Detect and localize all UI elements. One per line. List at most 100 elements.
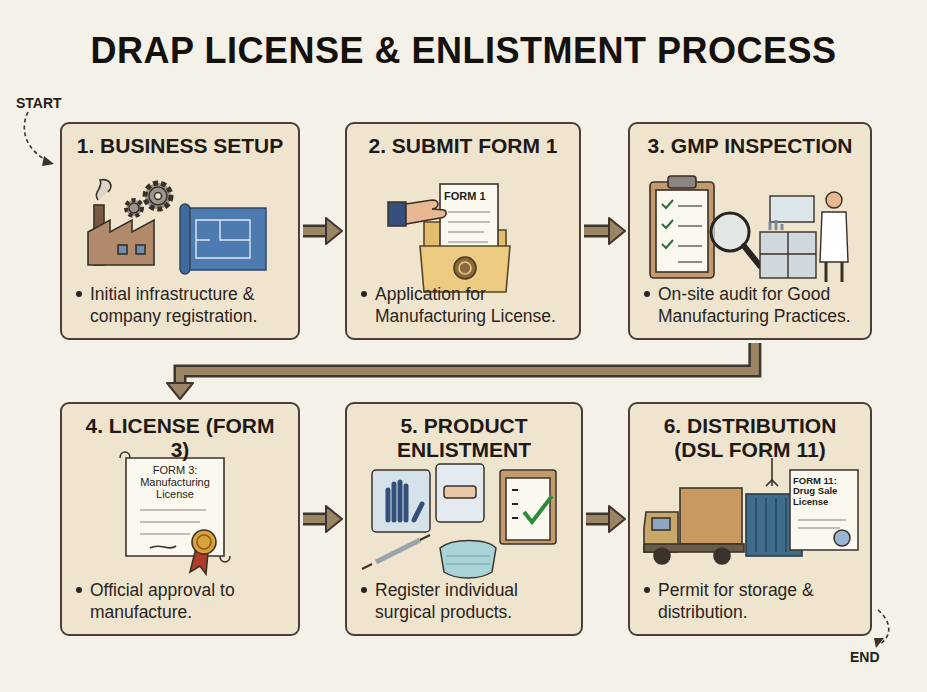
surgical-products-icon-part [372, 470, 430, 532]
bullet-dot [361, 291, 367, 297]
surgical-products-icon-part [446, 556, 490, 564]
certificate-icon-part [140, 510, 206, 534]
licence-document-icon-part [834, 530, 850, 546]
bullet-row: Official approval to manufacture. [74, 579, 286, 625]
step-heading: 1. BUSINESS SETUP [74, 134, 286, 158]
flow-marker-label: START [16, 96, 76, 111]
bullet-row: Permit for storage & distribution. [642, 579, 858, 625]
surgical-products-icon-part [512, 490, 518, 518]
factory-icon-part [136, 245, 145, 254]
form-label: FORM 1 [444, 190, 494, 202]
step-description: On-site audit for Good Manufacturing Pra… [658, 283, 858, 329]
licence-document-icon [790, 470, 858, 550]
step-description: Application for Manufacturing License. [375, 283, 567, 329]
flow-arrow [303, 218, 342, 244]
step-heading: 5. PRODUCT ENLISTMENT [359, 414, 569, 462]
certificate-icon-part [150, 546, 176, 548]
certificate-icon [120, 452, 230, 574]
arrow-shaft-outline [180, 343, 755, 384]
surgical-products-icon-part [440, 541, 496, 579]
factory-icon-part [118, 245, 127, 254]
arrowhead [609, 218, 625, 244]
blueprint-icon-part [196, 220, 250, 258]
bullet-row: On-site audit for Good Manufacturing Pra… [642, 283, 858, 329]
clipboard-icon-part [668, 176, 696, 188]
certificate-icon-part [197, 535, 211, 549]
start-arrow-part [24, 112, 50, 162]
bullet-dot [361, 587, 367, 593]
diagram-title: DRAP LICENSE & ENLISTMENT PROCESS [0, 30, 927, 72]
bullet-dot [76, 587, 82, 593]
lab-icon-part [760, 232, 816, 278]
step-heading: 6. DISTRIBUTION (DSL FORM 11) [642, 414, 858, 462]
step-description: Register individual surgical products. [375, 579, 569, 625]
flow-arrow [584, 218, 625, 244]
clipboard-icon-part [656, 190, 708, 272]
bullet-row: Application for Manufacturing License. [359, 283, 567, 329]
step-heading: 3. GMP INSPECTION [642, 134, 858, 158]
step-description: Permit for storage & distribution. [658, 579, 858, 625]
arrowhead [326, 506, 342, 532]
form-label: FORM 11: Drug Sale License [793, 476, 855, 507]
arrow-shaft-outline [303, 225, 327, 238]
certificate-icon-part [120, 452, 230, 562]
folder-icon-part [440, 184, 498, 254]
end-arrowhead [874, 638, 884, 648]
arrowhead [167, 383, 193, 399]
surgical-products-icon-part [524, 496, 552, 522]
bullet-row: Initial infrastructure & company registr… [74, 283, 286, 329]
arrowhead [326, 218, 342, 244]
flow-arrow [586, 506, 625, 532]
surgical-products-icon-part [444, 486, 476, 498]
step-heading: 4. LICENSE (FORM 3) [74, 414, 286, 462]
blueprint-icon-part [180, 204, 190, 274]
lab-icon-part [770, 196, 814, 222]
arrow-shaft [180, 343, 755, 384]
container-icon-part [756, 498, 786, 552]
gear-icon-part [149, 187, 167, 205]
folder-icon-part [459, 262, 471, 274]
gear-icon-part [129, 203, 139, 213]
arrow-shaft-outline [303, 513, 327, 526]
start-arrow [24, 112, 50, 162]
folder-icon-part [454, 257, 476, 279]
arrow-shaft-outline [584, 225, 610, 238]
blueprint-icon [180, 204, 266, 274]
gear-icon-part [145, 183, 171, 209]
bullet-dot [644, 587, 650, 593]
truck-icon-part [654, 548, 670, 564]
truck-icon-part [652, 518, 670, 530]
step-description: Official approval to manufacture. [90, 579, 286, 625]
surgical-products-icon-part [388, 482, 422, 520]
factory-icon-part [88, 220, 154, 265]
lab-icon-part [820, 212, 848, 262]
start-arrowhead [42, 156, 54, 166]
gear-icon-part [126, 200, 142, 216]
hand-icon-part [388, 202, 406, 226]
clipboard-icon-part [678, 206, 702, 262]
blueprint-icon-part [186, 208, 266, 270]
container-icon-part [771, 458, 773, 486]
flow-arrow [167, 343, 755, 399]
arrow-shaft-outline [586, 513, 610, 526]
certificate-icon-part [192, 530, 216, 554]
bullet-dot [76, 291, 82, 297]
arrow-shaft [303, 515, 327, 523]
certificate-icon-part [126, 458, 224, 556]
step-description: Initial infrastructure & company registr… [90, 283, 286, 329]
truck-icon-part [714, 548, 730, 564]
lab-icon-part [826, 192, 842, 208]
licence-document-icon-part [790, 470, 858, 550]
truck-icon-part [680, 488, 742, 544]
bullet-dot [644, 291, 650, 297]
arrow-shaft [584, 227, 610, 235]
flow-marker-label: END [850, 650, 900, 665]
arrow-shaft [586, 515, 610, 523]
step-heading: 2. SUBMIT FORM 1 [359, 134, 567, 158]
arrowhead [609, 506, 625, 532]
clipboard-icon [650, 176, 714, 278]
flow-arrow [303, 506, 342, 532]
surgical-products-icon-part [500, 470, 556, 544]
bullet-row: Register individual surgical products. [359, 579, 569, 625]
form-label: FORM 3: Manufacturing License [130, 464, 220, 500]
